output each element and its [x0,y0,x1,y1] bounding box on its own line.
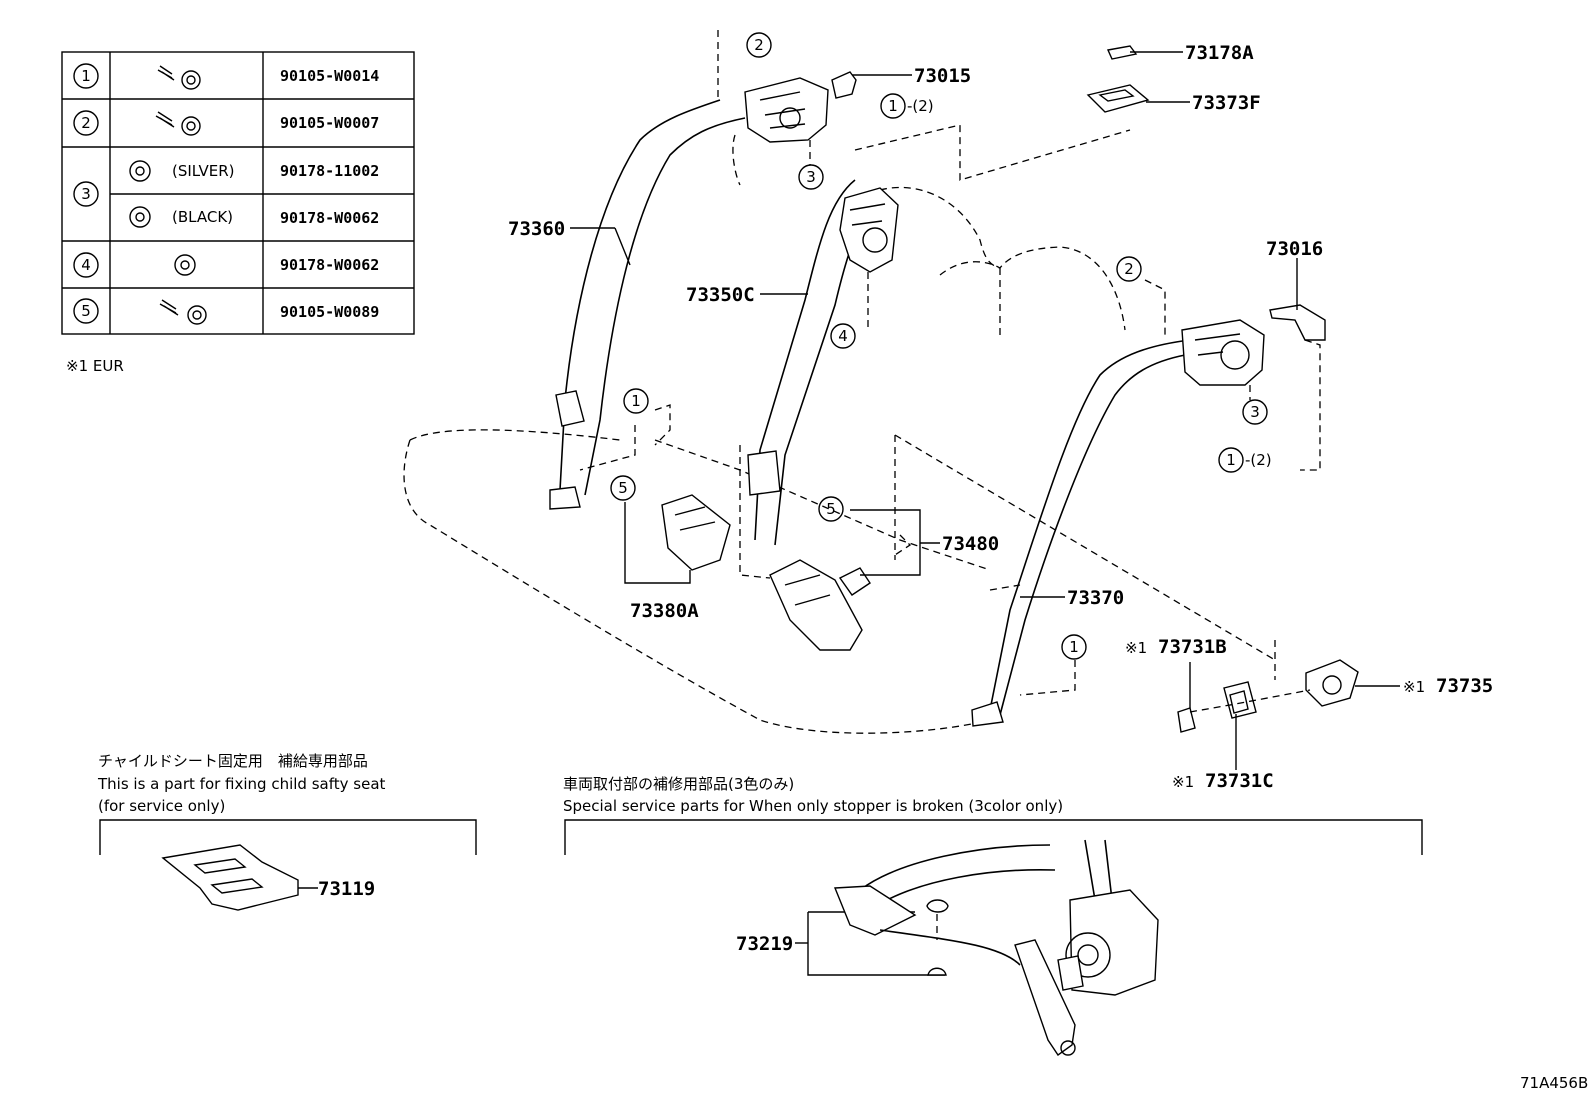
part-73731b [1177,707,1196,733]
svg-text:4: 4 [838,327,848,345]
label-73016: 73016 [1266,238,1323,260]
callout: 5 [610,475,636,501]
stopper-clip-icon [926,899,949,976]
service-parts-section: 車両取付部の補修用部品(3色のみ) Special service parts … [563,775,1423,1056]
table-row: (BLACK) 90178-W0062 [129,206,379,228]
child-seat-line1: This is a part for fixing child safty se… [97,775,386,793]
label-73735: 73735 [1436,675,1493,697]
table-row: 2 90105-W0007 [73,110,379,136]
svg-text:5: 5 [826,500,836,518]
label-73119: 73119 [318,878,375,900]
fastener-table: 1 90105-W0014 2 90105-W0007 3 (SILVER) 9… [61,51,415,335]
table-row: 4 90178-W0062 [73,252,379,278]
label-73015: 73015 [914,65,971,87]
row-number: 4 [81,256,91,274]
label-73360: 73360 [508,218,565,240]
retractor-73360 [744,77,829,143]
part-73735 [1305,659,1359,707]
label-73731b: 73731B [1158,636,1227,658]
svg-text:1: 1 [631,392,641,410]
bracket-73016 [1269,304,1326,341]
seat-belt-73370 [971,339,1191,727]
table-row: 1 90105-W0014 [73,63,379,90]
part-number: 90105-W0089 [280,303,379,321]
bolt-icon [155,111,201,136]
callout: 1 [880,93,906,119]
label-73373f: 73373F [1192,92,1261,114]
mark-eur: ※1 [1125,639,1147,657]
callout: 3 [798,164,824,190]
svg-text:1: 1 [888,97,898,115]
anchor-assembly [833,839,1159,1056]
row-number: 1 [81,67,91,85]
leader-lines [297,51,1400,976]
part-number: 90178-W0062 [280,256,379,274]
buckle-73480 [769,559,871,651]
mark-eur: ※1 [1403,678,1425,696]
label-73178a: 73178A [1185,42,1254,64]
row-number: 3 [81,185,91,203]
bolt-icon [157,65,201,90]
bracket-73015 [831,71,857,99]
svg-text:1: 1 [1069,638,1079,656]
label-73480: 73480 [942,533,999,555]
service-line1: Special service parts for When only stop… [563,797,1063,815]
label-73731c: 73731C [1205,770,1274,792]
row-number: 5 [81,302,91,320]
callout: 2 [746,32,772,58]
bracket-73119 [161,844,299,911]
callout-ref: -(2) [907,97,934,115]
cover-73178a [1106,45,1138,60]
nut-icon [174,254,196,276]
finish-note: (SILVER) [172,162,235,180]
callout: 1 [1218,447,1244,473]
callout: 3 [1242,399,1268,425]
seat-belt-73360 [549,99,746,510]
svg-text:3: 3 [1250,403,1260,421]
part-number: 90105-W0007 [280,114,379,132]
svg-text:3: 3 [806,168,816,186]
callout-ref: -(2) [1245,451,1272,469]
callout: 2 [1116,256,1142,282]
figure-id: 71A456B [1520,1074,1588,1092]
rear-seat-outline [403,124,1276,734]
mark-eur: ※1 [1172,773,1194,791]
finish-note: (BLACK) [172,208,233,226]
child-seat-section: チャイルドシート固定用 補給専用部品 This is a part for fi… [97,752,477,911]
dashed-leaders [579,30,1321,713]
label-73380a: 73380A [630,600,699,622]
part-number: 90178-W0062 [280,209,379,227]
callout: 1 [623,388,649,414]
part-number: 90178-11002 [280,162,379,180]
callout: 5 [818,496,844,522]
retractor-73350c [839,187,899,273]
part-73731c [1223,681,1257,719]
part-labels: 73178A 73373F 73015 73360 73350C 73016 7… [508,42,1493,792]
table-row: 3 (SILVER) 90178-11002 [73,160,379,207]
callout: 4 [830,323,856,349]
footnote: ※1 EUR [66,357,124,375]
label-73350c: 73350C [686,284,755,306]
svg-text:1: 1 [1226,451,1236,469]
svg-text:5: 5 [618,479,628,497]
nut-icon [129,160,151,182]
svg-text:2: 2 [754,36,764,54]
callout: 1 [1061,634,1087,660]
table-row: 5 90105-W0089 [73,298,379,325]
child-seat-title-jp: チャイルドシート固定用 補給専用部品 [98,752,368,770]
child-seat-line2: (for service only) [98,797,225,815]
label-73370: 73370 [1067,587,1124,609]
retractor-73370 [1181,319,1265,386]
seat-belt-73350c [747,179,881,546]
buckle-73380a [661,494,731,571]
label-73219: 73219 [736,933,793,955]
service-title-jp: 車両取付部の補修用部品(3色のみ) [563,775,794,793]
bolt-icon [159,299,207,325]
part-number: 90105-W0014 [280,67,379,85]
svg-text:2: 2 [1124,260,1134,278]
row-number: 2 [81,114,91,132]
cover-73373f [1086,84,1150,113]
nut-icon [129,206,151,228]
